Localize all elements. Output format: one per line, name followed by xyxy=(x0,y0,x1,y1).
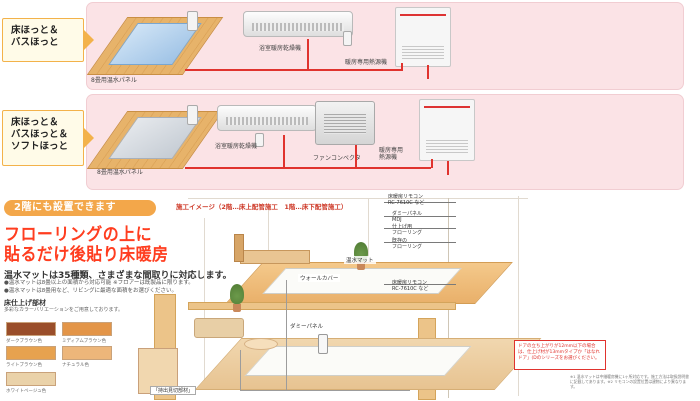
mat-room-label: 温水マット xyxy=(344,256,376,264)
lower-hot-water-mat xyxy=(244,346,472,376)
finish-parts-subtitle: 多彩なカラーバリエーションをご用意しております。 xyxy=(4,307,124,313)
upper-hot-water-mat xyxy=(262,268,462,294)
mat-variety-subhead: 温水マットは35種類、さまざまな間取りに対応します。 xyxy=(4,271,232,281)
heater-label: 暖房専用 熱源機 xyxy=(379,147,404,161)
callout-existing-flooring: 既存の フローリング xyxy=(392,238,423,250)
bullet-list: ●温水マットは8畳以上の面積から対応可能 ※フロアーは既製品に限ります。 ●温水… xyxy=(4,279,194,295)
mat-label: 8畳用温水パネル xyxy=(91,77,137,84)
dryer-label: 浴室暖房乾燥機 xyxy=(215,143,258,150)
swatch-label: ミディアムブラウン色 xyxy=(62,339,107,344)
illustration-header: 施工イメージ（2階…床上配管施工 1階…床下配管施工） xyxy=(176,203,348,211)
system-label-2: 床ほっと＆ バスほっと＆ ソフトほっと xyxy=(2,110,84,166)
wall-cover-label: ウォールカバー xyxy=(298,274,341,282)
bathroom-dryer-icon xyxy=(243,11,353,37)
swatch-label: ナチュラル色 xyxy=(62,363,89,368)
system-panel-2: 8畳用温水パネル 浴室暖房乾燥機 ファンコンベクタ 暖房専用 熱源機 xyxy=(86,94,684,190)
callout-dummy-panel: ダミーパネル MDJ xyxy=(392,211,422,223)
heat-source-icon xyxy=(395,7,451,67)
color-swatch-medium-brown xyxy=(62,322,112,336)
mat-label: 8畳用温水パネル xyxy=(97,169,143,176)
trim-detail-label: 「持出見切部材」 xyxy=(150,386,197,395)
swatch-label: ホワイトベージュ色 xyxy=(6,389,47,394)
dummy-panel-label: ダミーパネル xyxy=(288,322,325,330)
bed-headboard xyxy=(234,234,244,262)
footnote: ※1 温水マットは中継暖房機に1ヶ所対応です。施工方法は取扱説明書に記載してあり… xyxy=(570,374,689,389)
coffee-table xyxy=(244,338,278,350)
callout-remote-lower: 床暖房リモコン RC-7610C など xyxy=(392,280,429,292)
color-swatch-white-beige xyxy=(6,372,56,386)
door-clearance-note: ドアの立ち上がりが12mm以下の場合は、仕上げ材が13mmタイプか「はなれドア」… xyxy=(514,340,606,370)
swatch-label: ダークブラウン色 xyxy=(6,339,42,344)
second-floor-banner: 2階にも設置できます xyxy=(4,200,156,216)
heater-label: 暖房専用熱源機 xyxy=(345,59,388,66)
system-panel-1: 8畳用温水パネル 浴室暖房乾燥機 暖房専用熱源機 xyxy=(86,2,684,90)
dryer-label: 浴室暖房乾燥機 xyxy=(259,45,302,52)
callout-remote-upper: 床暖房リモコン RC-7610C など xyxy=(388,194,425,206)
finish-parts-title: 床仕上げ部材 xyxy=(4,299,46,307)
swatch-label: ライトブラウン色 xyxy=(6,363,42,368)
callout-finish-flooring: 仕上げ用 フローリング xyxy=(392,224,423,236)
floor-heating-controller-icon xyxy=(318,334,328,354)
dryer-remote-icon xyxy=(255,133,264,147)
bathroom-dryer-icon xyxy=(217,105,317,131)
fan-convector-icon xyxy=(315,101,375,145)
color-swatch-dark-brown xyxy=(6,322,56,336)
installation-illustration: 温水マット ウォールカバー ダミーパネル 床暖房リモコン RC-7610C など… xyxy=(148,188,696,400)
sofa xyxy=(194,318,244,338)
plant-icon xyxy=(230,284,244,312)
system-label-1: 床ほっと＆ バスほっと xyxy=(2,18,84,62)
color-swatch-light-brown xyxy=(6,346,56,360)
remote-icon xyxy=(187,105,198,125)
fancon-label: ファンコンベクタ xyxy=(313,155,361,162)
heat-source-icon xyxy=(419,99,475,161)
headline-line-2: 貼るだけ後貼り床暖房 xyxy=(4,245,169,265)
bullet-item: ●温水マットは8畳用など、リビングに最適な面積をお選びください。 xyxy=(4,288,178,294)
dryer-remote-icon xyxy=(343,31,352,46)
color-swatch-natural xyxy=(62,346,112,360)
bullet-item: ●温水マットは8畳以上の面積から対応可能 ※フロアーは既製品に限ります。 xyxy=(4,280,194,286)
bed xyxy=(240,250,310,264)
headline-line-1: フローリングの上に xyxy=(4,225,153,245)
remote-icon xyxy=(187,11,198,31)
